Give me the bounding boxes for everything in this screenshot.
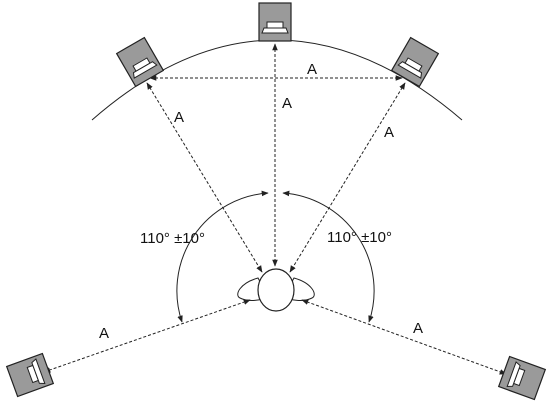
distance-label-surround-left: A — [99, 325, 109, 342]
angle-arc-left — [176, 190, 269, 323]
distance-label-surround-right: A — [413, 320, 423, 337]
distance-line-front-left — [146, 82, 263, 273]
distance-line-surround-left — [43, 299, 251, 373]
distance-label-front-left: A — [174, 109, 184, 126]
speaker-icon — [5, 352, 55, 398]
distance-line-surround-right — [301, 299, 507, 375]
speaker-icon — [115, 36, 165, 88]
distance-label-center: A — [282, 95, 292, 112]
distance-line-front-right — [289, 82, 406, 273]
speaker-icon — [497, 355, 547, 401]
speaker-icon — [390, 36, 440, 88]
listener-head-icon — [237, 268, 315, 312]
angle-arc-right — [282, 190, 375, 323]
angle-label-right: 110° ±10° — [327, 229, 392, 246]
distance-label-front: A — [307, 61, 317, 78]
speaker-icon — [258, 2, 292, 42]
distance-label-front-right: A — [384, 124, 394, 141]
angle-label-left: 110° ±10° — [140, 230, 205, 247]
